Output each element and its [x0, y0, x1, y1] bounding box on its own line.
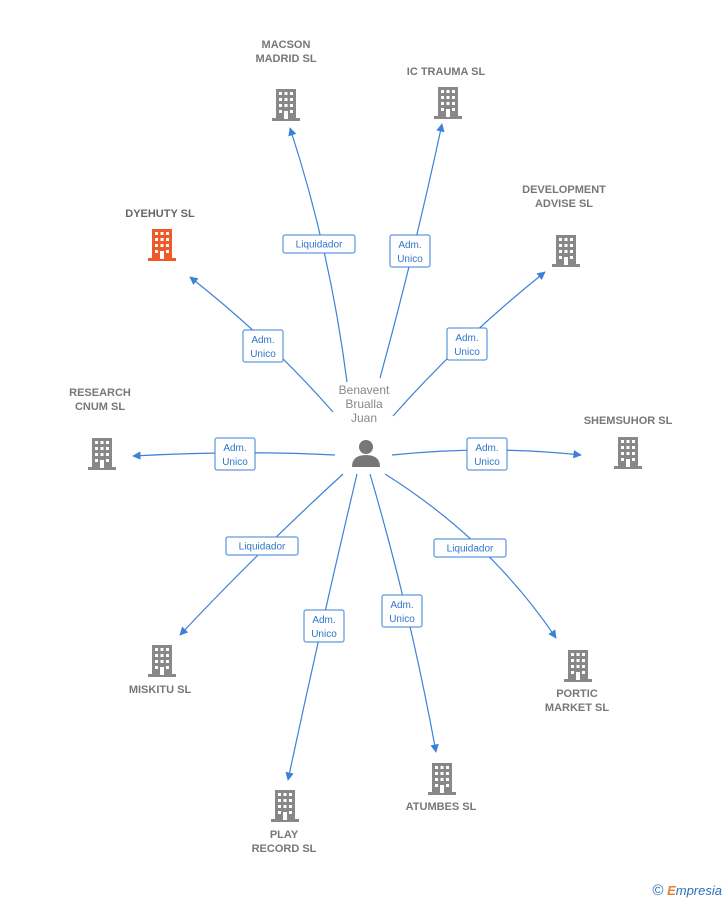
company-name-line: MARKET SL: [545, 702, 609, 714]
role-box: [242, 329, 284, 363]
role-label: Liquidador: [296, 240, 343, 251]
role-label: Adm. Unico: [454, 333, 480, 358]
company-name-line: ADVISE SL: [535, 198, 593, 210]
role-box: [466, 437, 508, 471]
role-label: Adm. Unico: [222, 443, 248, 468]
role-label: Adm. Unico: [389, 600, 415, 625]
role-label-line: Liquidador: [296, 240, 343, 251]
building-icon[interactable]: [148, 229, 176, 261]
company-name-atumbes[interactable]: ATUMBES SL: [406, 801, 477, 813]
building-icon[interactable]: [272, 89, 300, 121]
role-label: Adm. Unico: [311, 615, 337, 640]
company-name-shemsuhor[interactable]: SHEMSUHOR SL: [584, 415, 673, 427]
role-badge-shemsuhor: Adm. Unico: [466, 437, 508, 471]
role-box: [303, 609, 345, 643]
role-label-line: Unico: [474, 457, 500, 468]
company-name-macson[interactable]: MACSON MADRID SL: [255, 39, 316, 65]
company-name-portic[interactable]: PORTIC MARKET SL: [545, 688, 609, 714]
role-badge-atumbes: Adm. Unico: [381, 594, 423, 628]
company-name-miskitu[interactable]: MISKITU SL: [129, 684, 192, 696]
role-box: [381, 594, 423, 628]
company-name-line: DYEHUTY SL: [125, 208, 195, 220]
company-name-ictrauma[interactable]: IC TRAUMA SL: [407, 66, 486, 78]
role-label-line: Unico: [389, 614, 415, 625]
role-label: Adm. Unico: [250, 335, 276, 360]
building-icon[interactable]: [428, 763, 456, 795]
role-label-line: Unico: [222, 457, 248, 468]
company-name-line: SHEMSUHOR SL: [584, 415, 673, 427]
building-icon[interactable]: [148, 645, 176, 677]
role-label-line: Adm.: [312, 615, 335, 626]
person-name-line: Benavent: [339, 383, 390, 397]
building-icon[interactable]: [614, 437, 642, 469]
company-name-line: RESEARCH: [69, 387, 131, 399]
person-name-line: Juan: [351, 411, 377, 425]
company-name-development[interactable]: DEVELOPMENT ADVISE SL: [522, 184, 606, 210]
role-label: Liquidador: [239, 542, 286, 553]
role-badge-miskitu: Liquidador: [225, 536, 299, 556]
role-badge-ictrauma: Adm. Unico: [389, 234, 431, 268]
role-box: [214, 437, 256, 471]
role-box: [282, 234, 356, 254]
role-badge-macson: Liquidador: [282, 234, 356, 254]
brand-initial: E: [667, 883, 676, 898]
company-name-line: MADRID SL: [255, 53, 316, 65]
role-label: Adm. Unico: [474, 443, 500, 468]
building-icon[interactable]: [552, 235, 580, 267]
person-name-line: Brualla: [345, 397, 383, 411]
edge-macson: [288, 127, 348, 383]
company-name-line: ATUMBES SL: [406, 801, 477, 813]
empresia-watermark: © Empresia: [652, 882, 722, 899]
company-name-line: PLAY: [270, 829, 299, 841]
role-label: Adm. Unico: [397, 240, 423, 265]
role-label-line: Unico: [454, 347, 480, 358]
building-icon[interactable]: [271, 790, 299, 822]
role-badge-portic: Liquidador: [433, 538, 507, 558]
role-label-line: Liquidador: [447, 544, 494, 555]
role-label-line: Adm.: [251, 335, 274, 346]
role-box: [446, 327, 488, 361]
role-box: [433, 538, 507, 558]
company-name-research[interactable]: RESEARCH CNUM SL: [69, 387, 131, 413]
building-icon[interactable]: [434, 87, 462, 119]
role-label-line: Adm.: [223, 443, 246, 454]
company-name-line: MISKITU SL: [129, 684, 192, 696]
company-name-line: RECORD SL: [252, 843, 317, 855]
role-label-line: Unico: [397, 254, 423, 265]
role-box: [225, 536, 299, 556]
role-label-line: Adm.: [455, 333, 478, 344]
building-icon[interactable]: [564, 650, 592, 682]
brand-name: mpresia: [675, 883, 722, 898]
company-name-line: MACSON: [262, 39, 311, 51]
person-icon[interactable]: [352, 440, 380, 467]
company-name-line: CNUM SL: [75, 401, 125, 413]
role-badge-development: Adm. Unico: [446, 327, 488, 361]
company-name-line: IC TRAUMA SL: [407, 66, 486, 78]
role-label-line: Unico: [250, 349, 276, 360]
role-badge-dyehuty: Adm. Unico: [242, 329, 284, 363]
company-name-play[interactable]: PLAY RECORD SL: [252, 829, 317, 855]
role-label-line: Adm.: [398, 240, 421, 251]
copyright-icon: ©: [652, 882, 664, 899]
company-name-line: DEVELOPMENT: [522, 184, 606, 196]
role-badge-research: Adm. Unico: [214, 437, 256, 471]
role-label-line: Unico: [311, 629, 337, 640]
building-icon[interactable]: [88, 438, 116, 470]
role-label-line: Adm.: [390, 600, 413, 611]
company-name-dyehuty[interactable]: DYEHUTY SL: [125, 208, 195, 220]
company-name-line: PORTIC: [556, 688, 598, 700]
role-badge-play: Adm. Unico: [303, 609, 345, 643]
role-label-line: Adm.: [475, 443, 498, 454]
role-label: Liquidador: [447, 544, 494, 555]
role-box: [389, 234, 431, 268]
role-label-line: Liquidador: [239, 542, 286, 553]
